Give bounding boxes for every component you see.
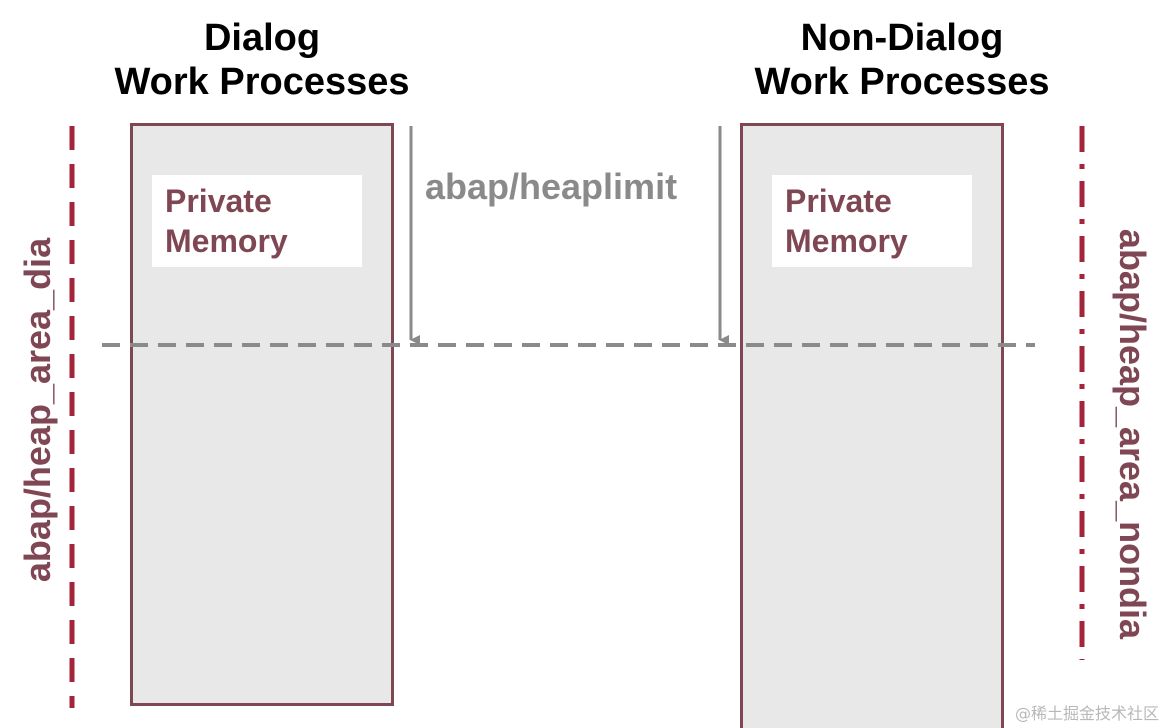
dialog-heading-line1: Dialog	[203, 17, 321, 59]
watermark: @稀土掘金技术社区	[1014, 704, 1159, 723]
dialog-memory-line1: Private	[165, 183, 272, 219]
heaplimit-label: abap/heaplimit	[425, 166, 678, 207]
dialog-heading: Dialog Work Processes	[100, 16, 424, 104]
dialog-private-memory-label: Private Memory	[152, 175, 362, 267]
dialog-heading-line2: Work Processes	[114, 61, 410, 103]
nondialog-private-memory-label: Private Memory	[772, 175, 972, 267]
nondialog-heading-line1: Non-Dialog	[800, 17, 1004, 59]
nondialog-heading: Non-Dialog Work Processes	[740, 16, 1064, 104]
nondialog-heading-line2: Work Processes	[754, 61, 1050, 103]
dialog-memory-line2: Memory	[165, 223, 288, 259]
nondialog-memory-line1: Private	[785, 183, 892, 219]
nondialog-memory-line2: Memory	[785, 223, 908, 259]
